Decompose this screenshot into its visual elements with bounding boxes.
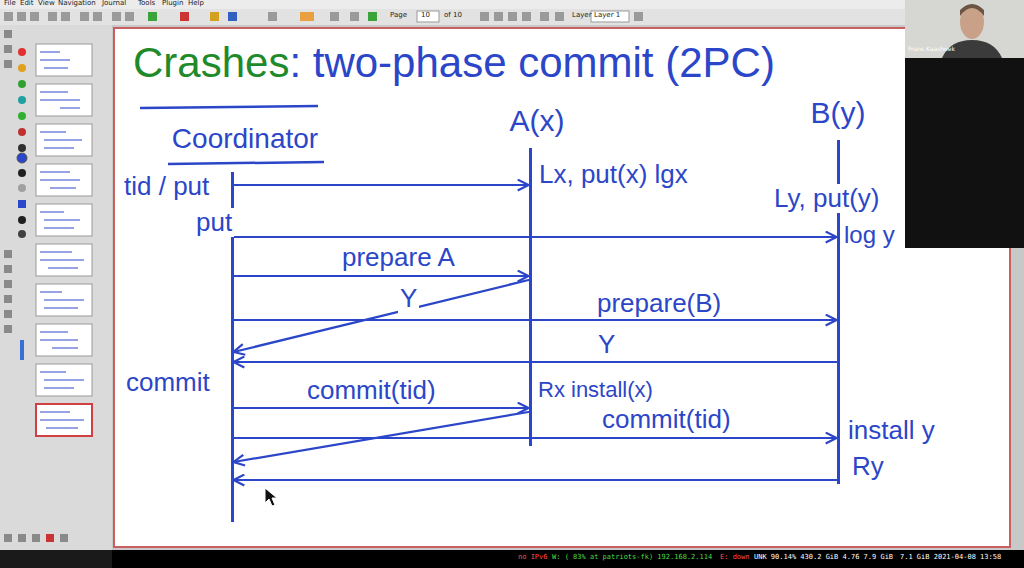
slide-note: Ry (850, 452, 886, 481)
message-label: Y (398, 284, 419, 313)
menu-item: Edit (20, 0, 34, 8)
slide-note: commit (124, 368, 212, 397)
layer-field (591, 11, 629, 22)
menu-item: Plugin (162, 0, 183, 8)
menu-item: Navigation (58, 0, 96, 8)
message-arrow (234, 479, 837, 481)
slide-note: install y (846, 416, 937, 445)
title-underline (140, 106, 318, 108)
message-label: commit(tid) (305, 376, 438, 405)
status-text: W: ( 83% at patriots-fk) 192.168.2.114 (552, 554, 712, 562)
toolbar-text: Layer (572, 12, 592, 20)
status-ground (0, 550, 112, 568)
menu-item: Tools (138, 0, 155, 8)
slide-title: Crashes: two-phase commit (2PC) (133, 40, 775, 86)
lifeline: A(x) (529, 148, 532, 446)
video-name: Frans Kaashoek (908, 46, 955, 53)
toolbar (0, 9, 1024, 25)
mouse-cursor (265, 488, 277, 506)
menu-item: Journal (102, 0, 126, 8)
video-panel (905, 0, 1024, 248)
sidebar (0, 25, 112, 550)
slide-note: put (194, 208, 234, 237)
speaker-hair (960, 4, 984, 16)
message-arrow (234, 361, 837, 363)
menu-bar (0, 0, 1024, 9)
message-arrow (234, 407, 529, 409)
slide-page (114, 28, 1010, 547)
message-arrow (234, 280, 529, 352)
title-part: Crashes (133, 39, 289, 86)
title-part: : two-phase commit (2PC) (289, 39, 774, 86)
message-arrow (234, 319, 837, 321)
page-field (417, 11, 439, 22)
message-label: Y (596, 330, 617, 359)
toolbar-text: of 10 (444, 12, 462, 20)
slide-note: tid / put (122, 172, 211, 201)
menu-item: View (38, 0, 55, 8)
status-text: 7.1 GiB 2021-04-08 13:58 (900, 554, 1001, 562)
toolbar-text: Page (390, 12, 407, 20)
participant-heading: B(y) (811, 96, 866, 129)
message-arrow (234, 236, 837, 238)
participant-heading: A(x) (510, 104, 565, 137)
message-arrow (234, 437, 837, 439)
slide-note: Rx install(x) (536, 378, 655, 402)
heading-underline (168, 162, 324, 164)
message-arrow (234, 184, 529, 186)
message-label: prepare(B) (595, 289, 723, 318)
message-arrow (234, 275, 529, 277)
toolbar-text: 10 (421, 12, 430, 20)
status-text: UNK 90.14% 430.2 GiB 4.76 7.9 GiB (754, 554, 893, 562)
menu-item: File (4, 0, 16, 8)
status-text: E: down (720, 554, 750, 562)
toolbar-icons (4, 12, 643, 21)
menu-item: Help (188, 0, 204, 8)
toolbar-text: Layer 1 (594, 12, 620, 20)
message-label: commit(tid) (600, 405, 733, 434)
speaker-head (960, 5, 984, 39)
slide-note: log y (842, 222, 897, 248)
color-palette (17, 48, 27, 238)
page-thumbnails (36, 44, 92, 436)
slide-note: Lx, put(x) lgx (537, 160, 690, 189)
video-background (905, 0, 1024, 58)
slide-note: Ly, put(y) (772, 184, 881, 213)
participant-heading: Coordinator (172, 124, 318, 155)
message-label: prepare A (340, 243, 457, 272)
status-bar (0, 550, 1024, 568)
status-text: no IPv6 (518, 554, 548, 562)
